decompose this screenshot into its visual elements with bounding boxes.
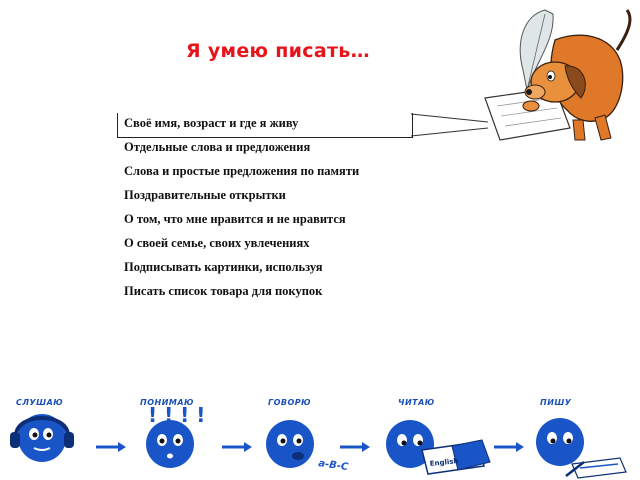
learning-steps-strip: ! ! ! ! a-B-C English: [10, 403, 627, 479]
english-book-icon: English: [421, 439, 491, 475]
list-item: О том, что мне нравится и не нравится: [124, 212, 346, 226]
paper-and-pen-icon: [565, 457, 627, 479]
arrow-right-icon: [494, 442, 524, 452]
listening-face-icon: [10, 414, 74, 462]
arrow-right-icon: [222, 442, 252, 452]
step-label-listen: слушаю: [16, 398, 64, 407]
understanding-face-icon: [146, 420, 194, 468]
arrow-right-icon: [96, 442, 126, 452]
abc-speech-text: a-B-C: [318, 458, 350, 473]
list-item: Своё имя, возраст и где я живу: [124, 116, 299, 130]
reading-face-icon: [386, 420, 434, 468]
arrow-right-icon: [340, 442, 370, 452]
list-item: Слова и простые предложения по памяти: [124, 164, 360, 178]
highlight-box: [117, 113, 413, 138]
exclamation-marks: ! ! ! !: [148, 403, 205, 427]
step-label-speak: говорю: [268, 398, 312, 407]
list-item: О своей семье, своих увлечениях: [124, 236, 310, 250]
book-title-text: English: [429, 457, 458, 468]
speaking-face-icon: [266, 420, 314, 468]
slide-title: Я умею писать…: [186, 40, 370, 62]
writing-dog-illustration: [484, 9, 632, 141]
list-item: Поздравительные открытки: [124, 188, 286, 202]
list-item: Подписывать картинки, используя: [124, 260, 323, 274]
list-item: Отдельные слова и предложения: [124, 140, 311, 154]
writing-face-icon: [536, 418, 584, 466]
list-item: Писать список товара для покупок: [124, 284, 323, 298]
step-label-understand: понимаю: [140, 398, 194, 407]
step-label-write: пишу: [540, 398, 572, 407]
step-label-read: читаю: [398, 398, 435, 407]
